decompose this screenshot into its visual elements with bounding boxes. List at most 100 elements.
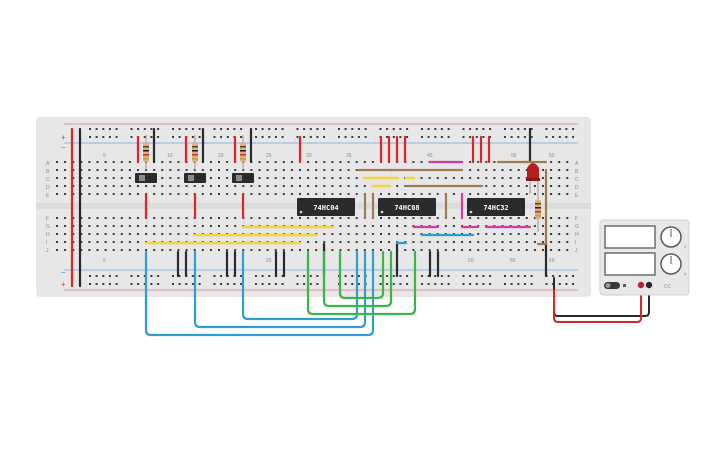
wire-cyan-loop[interactable] — [241, 250, 359, 321]
breadboard-hole — [261, 275, 264, 277]
breadboard-hole — [72, 225, 75, 227]
breadboard-hole — [331, 169, 334, 171]
breadboard-hole — [339, 225, 342, 227]
breadboard-hole — [290, 161, 293, 163]
wire-cyan-loop[interactable] — [193, 250, 367, 329]
breadboard-hole — [420, 177, 423, 179]
chip-74hc04[interactable]: 74HC04 — [297, 198, 355, 216]
breadboard-hole — [493, 193, 496, 195]
breadboard-hole — [201, 193, 204, 195]
breadboard-hole — [56, 225, 58, 227]
breadboard-hole — [427, 283, 430, 285]
breadboard-hole — [462, 128, 465, 130]
breadboard-hole — [485, 177, 488, 179]
switch-slider[interactable] — [236, 175, 242, 181]
power-switch[interactable] — [604, 282, 620, 289]
breadboard-hole — [161, 185, 164, 187]
column-numbers-top: 5 10 20 25 30 35 45 55 60 — [103, 153, 555, 159]
breadboard-hole — [161, 249, 164, 251]
breadboard-hole — [198, 283, 201, 285]
breadboard-hole — [153, 249, 156, 251]
breadboard-hole — [363, 233, 366, 235]
breadboard-hole — [193, 185, 196, 187]
terminal-positive[interactable] — [637, 281, 645, 289]
voltage-knob[interactable] — [660, 226, 682, 248]
resistor[interactable] — [535, 194, 541, 232]
row-letter: F — [575, 216, 578, 222]
breadboard-hole — [201, 217, 204, 219]
wire-green-loop[interactable] — [306, 250, 417, 316]
breadboard-hole — [104, 225, 107, 227]
breadboard-hole — [388, 193, 391, 195]
breadboard-hole — [177, 225, 180, 227]
breadboard-hole — [282, 161, 285, 163]
breadboard-hole — [274, 193, 277, 195]
breadboard-hole — [552, 128, 555, 130]
breadboard-hole — [489, 283, 492, 285]
breadboard-hole — [412, 233, 415, 235]
breadboard-hole — [558, 136, 561, 138]
breadboard-hole — [404, 217, 407, 219]
breadboard-hole — [501, 185, 504, 187]
breadboard-hole — [550, 169, 553, 171]
breadboard-hole — [185, 217, 188, 219]
column-number: 30 — [306, 153, 312, 159]
breadboard-hole — [177, 193, 180, 195]
resistor[interactable] — [192, 135, 198, 170]
breadboard-hole — [355, 177, 358, 179]
breadboard-hole — [565, 275, 568, 277]
resistor[interactable] — [143, 135, 149, 170]
breadboard-hole — [558, 249, 561, 251]
breadboard-hole — [226, 283, 229, 285]
chip-74hc32[interactable]: 74HC32 — [467, 198, 525, 216]
chip-74hc08[interactable]: 74HC08 — [378, 198, 436, 216]
breadboard-hole — [545, 136, 548, 138]
breadboard-hole — [347, 169, 350, 171]
row-letter: J — [575, 248, 578, 254]
breadboard-hole — [120, 241, 123, 243]
slide-switch[interactable] — [135, 173, 157, 183]
breadboard-hole — [120, 161, 123, 163]
column-number: 5 — [103, 153, 106, 159]
breadboard-hole — [258, 177, 261, 179]
wire-cyan-loop[interactable] — [144, 250, 375, 337]
current-knob[interactable] — [660, 253, 682, 275]
breadboard-hole — [510, 283, 513, 285]
breadboard-hole — [396, 185, 399, 187]
slide-switch[interactable] — [232, 173, 254, 183]
breadboard-hole — [274, 177, 277, 179]
breadboard-hole — [281, 275, 284, 277]
breadboard-hole — [493, 161, 496, 163]
terminal-negative[interactable] — [645, 281, 653, 289]
breadboard-hole — [56, 177, 58, 179]
wire-green-loop[interactable] — [322, 250, 393, 308]
breadboard-hole — [517, 177, 520, 179]
breadboard-hole — [517, 249, 520, 251]
breadboard-hole — [96, 225, 99, 227]
breadboard-hole — [64, 217, 67, 219]
breadboard-hole — [339, 161, 342, 163]
breadboard-hole — [266, 169, 269, 171]
resistor[interactable] — [240, 135, 246, 170]
breadboard-hole — [315, 249, 318, 251]
lead-red[interactable] — [553, 286, 642, 323]
breadboard-hole — [339, 177, 342, 179]
slide-switch[interactable] — [184, 173, 206, 183]
led[interactable] — [526, 163, 540, 194]
breadboard-hole — [255, 275, 257, 277]
breadboard-hole — [469, 283, 472, 285]
breadboard-hole — [112, 169, 115, 171]
switch-slider[interactable] — [139, 175, 145, 181]
breadboard-hole — [258, 169, 261, 171]
breadboard-hole — [364, 128, 367, 130]
breadboard-hole — [404, 233, 407, 235]
breadboard-hole — [137, 249, 139, 251]
breadboard-hole — [517, 283, 520, 285]
breadboard-hole — [427, 275, 430, 277]
breadboard-hole — [161, 193, 164, 195]
breadboard-hole — [266, 217, 269, 219]
breadboard-hole — [440, 283, 443, 285]
wire-green-loop[interactable] — [338, 250, 385, 300]
breadboard-hole — [493, 217, 496, 219]
switch-slider[interactable] — [188, 175, 194, 181]
